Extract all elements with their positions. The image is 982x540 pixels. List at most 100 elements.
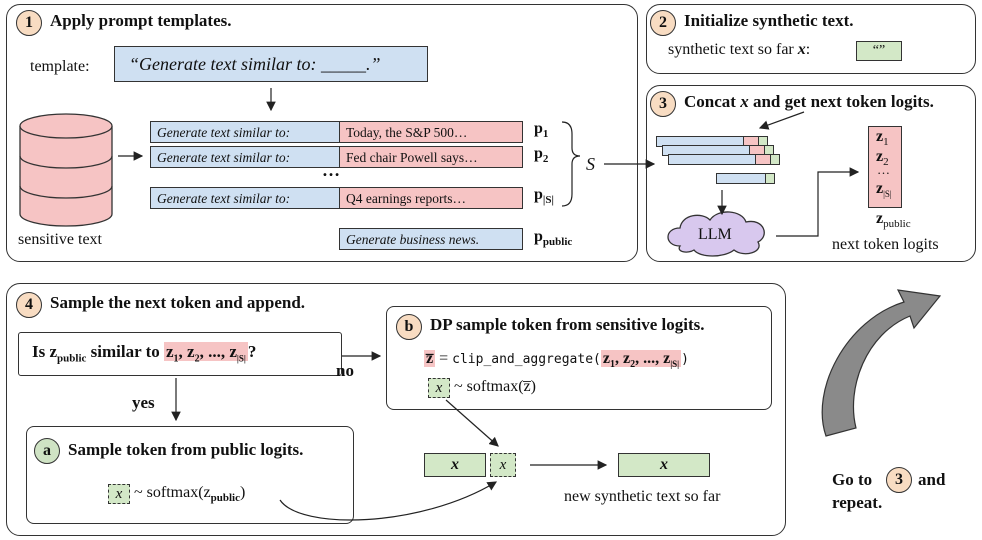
result-text-box: x [618, 453, 710, 477]
subpanel-dp-sample [386, 306, 772, 410]
logits-column [868, 126, 902, 208]
p-subscript: 1 [542, 128, 549, 141]
z-symbol: z [876, 210, 884, 227]
label-prefix: synthetic text so far [668, 41, 794, 58]
public-prompt-box: Generate business news. [339, 228, 523, 250]
step-4-badge: 4 [16, 292, 42, 318]
formula-a: ~ softmax(z [134, 484, 211, 501]
p-symbol: p [534, 120, 543, 137]
prompt-row-n-template: Generate text similar to: [150, 187, 340, 209]
current-text-box: x [424, 453, 486, 477]
step-a-badge: a [34, 438, 60, 464]
stack-row-public [716, 173, 766, 184]
logit-z1: z1 [876, 128, 889, 148]
step-1-badge: 1 [16, 10, 42, 36]
prompt-row-1-text: Today, the S&P 500… [339, 121, 523, 143]
set-s-label: S [586, 154, 595, 174]
synthetic-text-label: synthetic text so far x: [668, 41, 810, 59]
public-p: ppublic [534, 228, 572, 248]
llm-label: LLM [698, 226, 732, 243]
x-variable: x [797, 41, 806, 58]
template-label: template: [30, 58, 90, 75]
repeat-arrow-icon [821, 289, 942, 437]
question-sub: public [57, 352, 87, 365]
prompt-row-n-p: p|S| [534, 186, 554, 206]
z-symbol: z [876, 148, 884, 165]
result-caption: new synthetic text so far [564, 488, 721, 505]
z-subscript: 2 [883, 156, 889, 169]
yes-label: yes [132, 393, 155, 412]
rows-ellipsis: … [322, 160, 340, 180]
step-2-badge: 2 [650, 10, 676, 36]
step-b-title: DP sample token from sensitive logits. [430, 315, 705, 334]
logit-zs: z|S| [876, 180, 892, 199]
step-4-title: Sample the next token and append. [50, 293, 306, 312]
step-2-title: Initialize synthetic text. [684, 11, 854, 30]
go-to-label: Go to [832, 470, 873, 489]
and-label: and [918, 470, 946, 489]
logit-z-public: zpublic [876, 210, 911, 230]
z-subscript: |S| [883, 189, 892, 200]
panel-init-text [646, 4, 976, 74]
p-symbol: p [534, 228, 543, 245]
question-box [18, 332, 342, 376]
stack-row-3-green [770, 154, 780, 165]
stack-row-3 [668, 154, 756, 165]
z1: z [166, 342, 174, 361]
p-subscript: |S| [542, 194, 554, 207]
prompt-row-2-text: Fed chair Powell says… [339, 146, 523, 168]
step-3-title: Concat x and get next token logits. [684, 92, 934, 112]
z-symbol: z [876, 180, 884, 197]
prompt-row-1-template: Generate text similar to: [150, 121, 340, 143]
p-symbol: p [534, 186, 543, 203]
p-symbol: p [534, 145, 543, 162]
equals: = [439, 350, 449, 367]
prompt-row-1-p: p1 [534, 120, 548, 140]
p-subscript: public [542, 236, 573, 249]
sensitive-text-label: sensitive text [18, 231, 102, 248]
question-text: Is zpublic similar to z1, z2, ..., z|S|? [32, 342, 256, 364]
repeat-step-3-badge: 3 [886, 467, 912, 493]
stack-row-public-green [765, 173, 775, 184]
no-label: no [336, 361, 354, 380]
dp-token-x: x [428, 378, 450, 398]
init-text-box: “” [856, 41, 902, 61]
stack-row-3-pink [755, 154, 771, 165]
clip-aggregate-formula: z̅ = clip_and_aggregate(z1, z2, ..., z|S… [424, 350, 689, 370]
z-subscript: 1 [883, 136, 889, 149]
z-symbol: z [876, 128, 884, 145]
clip-args: z1, z2, ..., z|S| [600, 350, 682, 371]
subpanel-public-logits [26, 426, 354, 524]
p-subscript: 2 [542, 153, 549, 166]
dp-softmax-formula: ~ softmax(z̅) [454, 378, 536, 395]
prompt-row-2-template: Generate text similar to: [150, 146, 340, 168]
public-token-x: x [108, 484, 130, 504]
arg-z: z [602, 350, 610, 367]
repeat-label: repeat. [832, 493, 883, 512]
formula-sub: public [210, 492, 240, 505]
template-box: “Generate text similar to: _____.” [114, 46, 428, 82]
z-subscript: public [883, 218, 911, 231]
formula-b: ) [240, 484, 246, 501]
question-set: z1, z2, ..., z|S| [164, 342, 248, 365]
new-token-box: x [490, 453, 516, 477]
public-softmax-formula: ~ softmax(zpublic) [134, 484, 245, 504]
prompt-row-2-p: p2 [534, 145, 548, 165]
title-part-a: Concat [684, 92, 736, 111]
step-b-badge: b [396, 314, 422, 340]
label-colon: : [805, 41, 811, 58]
question-end: ? [247, 342, 257, 361]
step-1-title: Apply prompt templates. [50, 11, 232, 30]
clip-close: ) [681, 352, 689, 367]
logit-z2: z2 [876, 148, 889, 168]
next-token-logits-caption: next token logits [832, 236, 939, 253]
prompt-row-n-text: Q4 earnings reports… [339, 187, 523, 209]
step-3-badge: 3 [650, 91, 676, 117]
question-a: Is z [32, 342, 58, 361]
question-b: similar to [90, 342, 160, 361]
step-a-title: Sample token from public logits. [68, 440, 304, 459]
z-bar: z̅ [424, 350, 436, 367]
x-variable: x [740, 92, 749, 111]
clip-fn: clip_and_aggregate( [452, 352, 601, 367]
